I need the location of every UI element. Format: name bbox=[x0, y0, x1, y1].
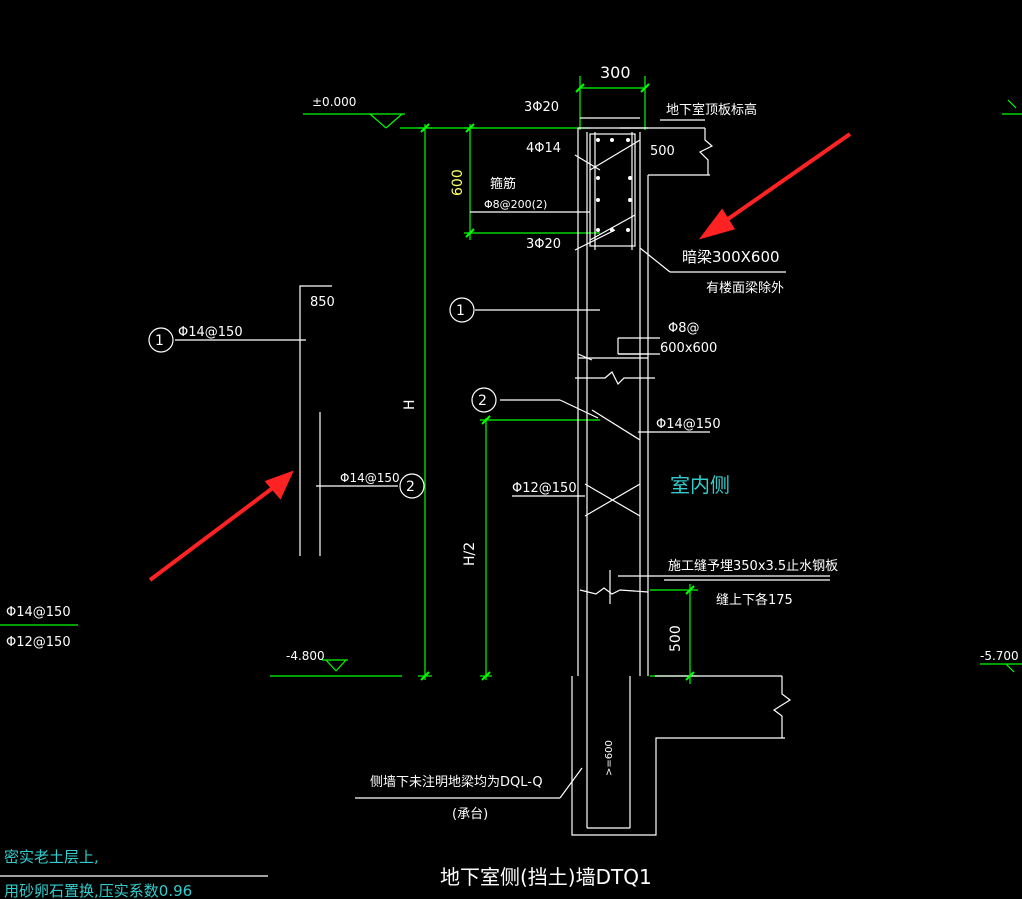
bottom-bars-label: 3Φ20 bbox=[526, 237, 561, 252]
stirrup-label: Φ8@200(2) bbox=[484, 198, 547, 211]
indoor-side-label: 室内侧 bbox=[670, 473, 730, 497]
bottom-note-1: 密实老土层上, bbox=[4, 848, 99, 866]
dim-850-label: 850 bbox=[310, 295, 335, 310]
bottom-note-2: 用砂卵石置换,压实系数0.96 bbox=[4, 882, 192, 899]
top-bars-label: 3Φ20 bbox=[524, 100, 559, 115]
waterstop2-label: 缝上下各175 bbox=[716, 592, 793, 608]
roof-elev-label: 地下室顶板标高 bbox=[666, 102, 757, 118]
stirrup-title-label: 箍筋 bbox=[490, 176, 516, 192]
tie-spacing-label: 600x600 bbox=[660, 341, 717, 356]
dim-300-label: 300 bbox=[600, 63, 631, 82]
dim-H-label: H bbox=[402, 399, 418, 410]
left-bar2-label: Φ12@150 bbox=[6, 635, 71, 650]
circle-markers bbox=[148, 297, 497, 499]
dim-500-right-label: 500 bbox=[650, 144, 675, 159]
cyan-labels: 室内侧 密实老土层上, 用砂卵石置换,压实系数0.96 bbox=[4, 473, 730, 899]
dim-500-label: 500 bbox=[668, 625, 684, 652]
beam-label: 暗梁300X600 bbox=[682, 248, 780, 266]
bar2-label: Φ12@150 bbox=[512, 481, 577, 496]
tie-label: Φ8@ bbox=[668, 321, 700, 336]
marker-2-wall: 2 bbox=[478, 393, 487, 409]
red-arrows bbox=[148, 132, 852, 582]
bar1-label: Φ14@150 bbox=[656, 417, 721, 432]
dim-600-label: 600 bbox=[450, 169, 466, 196]
drawing-labels: 300 ±0.000 3Φ20 地下室顶板标高 500 4Φ14 箍筋 Φ8@2… bbox=[6, 63, 1019, 889]
drawing-title: 地下室侧(挡土)墙DTQ1 bbox=[440, 865, 652, 889]
elev-right-label: -5.700 bbox=[980, 649, 1019, 663]
rebar-dots bbox=[596, 138, 632, 232]
dim-ticks bbox=[420, 83, 695, 681]
detail-bar1-label: Φ14@150 bbox=[178, 325, 243, 340]
elev-top-label: ±0.000 bbox=[312, 95, 356, 109]
wall-outline bbox=[0, 117, 830, 877]
marker-2-left: 2 bbox=[406, 479, 415, 495]
marker-1-wall: 1 bbox=[456, 303, 465, 319]
ground-beam-label: 侧墙下未注明地梁均为DQL-Q bbox=[370, 775, 543, 790]
elev-bottom-label: -4.800 bbox=[286, 649, 325, 663]
pile-cap-label: (承台) bbox=[452, 807, 488, 822]
left-bar1-label: Φ14@150 bbox=[6, 605, 71, 620]
side-bars-label: 4Φ14 bbox=[526, 141, 561, 156]
dim-H2-label: H/2 bbox=[462, 542, 478, 566]
dim-600-pile-label: >=600 bbox=[604, 740, 615, 776]
beam-note-label: 有楼面梁除外 bbox=[706, 281, 784, 296]
detail-bar2-label: Φ14@150 bbox=[340, 471, 400, 485]
waterstop-label: 施工缝予埋350x3.5止水钢板 bbox=[668, 559, 838, 574]
marker-1-left: 1 bbox=[155, 333, 164, 349]
dimension-lines bbox=[0, 76, 1022, 684]
